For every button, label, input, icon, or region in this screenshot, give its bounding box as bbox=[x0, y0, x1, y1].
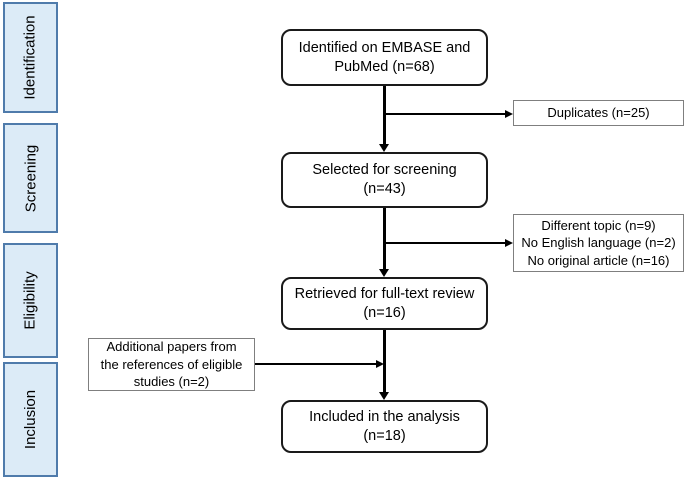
stage-box-inclusion: Inclusion bbox=[3, 362, 58, 477]
arrowhead-down-to-fulltext bbox=[379, 269, 389, 277]
arrowhead-right-from-additional-papers bbox=[376, 359, 384, 368]
exclusion-reason-3: No original article (n=16) bbox=[527, 252, 670, 268]
flow-box-screened-line-1: Selected for screening bbox=[312, 162, 457, 179]
stage-label-identification: Identification bbox=[22, 15, 40, 100]
stage-box-screening: Screening bbox=[3, 123, 58, 233]
arrowhead-down-to-included bbox=[379, 392, 389, 400]
flow-box-identified-line-2: PubMed (n=68) bbox=[334, 58, 435, 75]
stage-label-screening: Screening bbox=[22, 144, 40, 212]
connector-to-exclusions bbox=[384, 242, 506, 244]
stage-box-identification: Identification bbox=[3, 2, 58, 113]
flow-box-fulltext-line-1: Retrieved for full-text review bbox=[294, 285, 475, 302]
flow-box-included-line-2: (n=18) bbox=[363, 427, 406, 444]
side-box-additional-papers: Additional papers from the references of… bbox=[88, 338, 255, 391]
flow-box-screened-line-2: (n=43) bbox=[363, 181, 406, 197]
flow-box-identified: Identified on EMBASE and PubMed (n=68) bbox=[281, 29, 488, 86]
flow-box-fulltext-line-2: (n=16) bbox=[363, 304, 406, 321]
arrowhead-right-to-duplicates bbox=[505, 109, 513, 118]
stage-box-eligibility: Eligibility bbox=[3, 243, 58, 358]
flow-box-screened: Selected for screening (n=43) bbox=[281, 152, 488, 208]
flow-box-included: Included in the analysis (n=18) bbox=[281, 400, 488, 453]
flow-box-identified-line-1: Identified on EMBASE and bbox=[298, 39, 471, 56]
flow-box-included-line-1: Included in the analysis bbox=[309, 408, 460, 425]
arrowhead-right-to-exclusions bbox=[505, 238, 513, 247]
duplicates-label: Duplicates (n=25) bbox=[547, 105, 650, 121]
stage-label-eligibility: Eligibility bbox=[22, 271, 40, 330]
arrowhead-down-to-screened bbox=[379, 144, 389, 152]
exclusion-reason-2: No English language (n=2) bbox=[521, 235, 676, 251]
side-box-duplicates: Duplicates (n=25) bbox=[513, 100, 684, 126]
additional-papers-line-3: studies (n=2) bbox=[133, 374, 210, 390]
connector-identified-to-screened bbox=[383, 86, 386, 144]
exclusion-reason-1: Different topic (n=9) bbox=[541, 217, 656, 233]
stage-label-inclusion: Inclusion bbox=[22, 389, 40, 450]
connector-screened-to-fulltext bbox=[383, 208, 386, 269]
additional-papers-line-2: the references of eligible bbox=[100, 356, 243, 372]
side-box-exclusions: Different topic (n=9) No English languag… bbox=[513, 214, 684, 272]
connector-fulltext-to-included bbox=[383, 330, 386, 392]
connector-from-additional-papers bbox=[255, 363, 376, 365]
additional-papers-line-1: Additional papers from bbox=[106, 339, 237, 355]
connector-to-duplicates bbox=[384, 113, 506, 115]
flow-box-fulltext: Retrieved for full-text review (n=16) bbox=[281, 277, 488, 330]
